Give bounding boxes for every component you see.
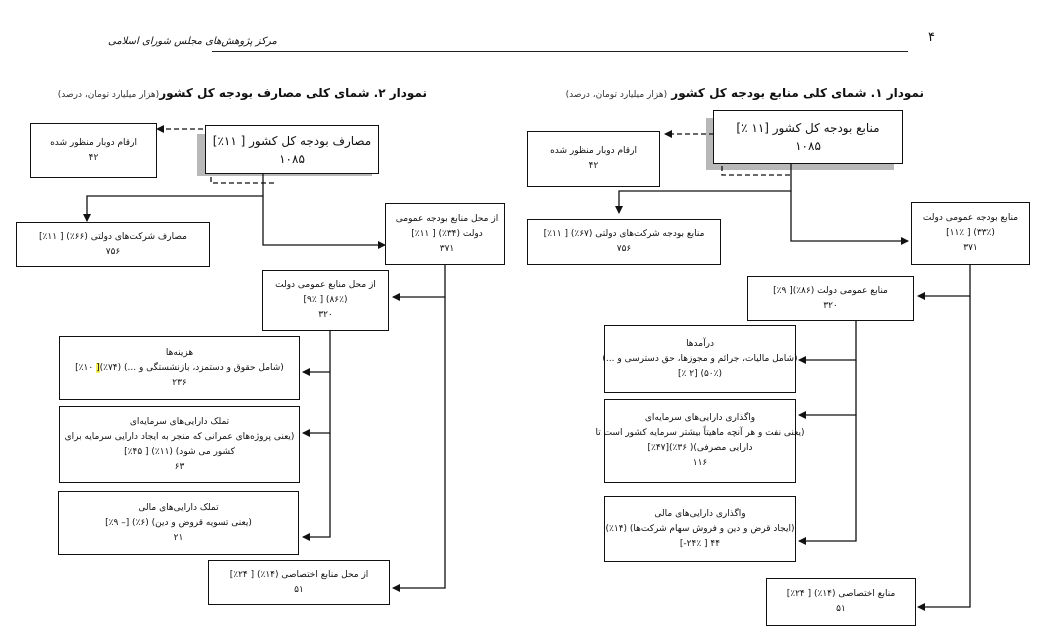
c1-double-counted-value: ۴۲	[588, 161, 599, 171]
c1-earmarked-value: ۵۱	[836, 604, 846, 614]
c1-soe-label: منابع بودجه شرکت‌های دولتی (۶۷٪) [ ۱۱٪]	[543, 229, 705, 239]
c1-public-value: ۳۲۰	[823, 300, 838, 311]
c1-public-box: منابع عمومی دولت (۸۶٪)[ ۹٪] ۳۲۰	[747, 276, 914, 321]
c2-arrow-earmarked	[392, 297, 446, 592]
c2-double-counted-label: ارقام دوبار منظور شده	[50, 137, 137, 148]
c2-arrow-general	[262, 196, 386, 249]
c2-capital-line1: تملک دارایی‌های سرمایه‌ای	[129, 416, 230, 427]
chart2-title-text: نمودار ۲. شمای کلی مصارف بودجه کل کشور	[159, 86, 427, 100]
c1-earmarked-box: منابع اختصاصی (۱۴٪) [ ۲۴٪] ۵۱	[766, 578, 916, 626]
c1-financial-line3: ۴۴ [ ۲۴٪-]	[679, 538, 721, 549]
header-rule	[212, 51, 908, 52]
c2-financial-box: تملک دارایی‌های مالی (یعنی تسویه قروض و …	[58, 491, 299, 555]
c1-capital-box: واگذاری دارایی‌های سرمایه‌ای (یعنی نفت و…	[595, 399, 805, 483]
c1-revenue-line3: (۵۰٪) [۲ ٪]	[678, 368, 722, 379]
c2-expenses-highlight: [	[96, 362, 100, 373]
c2-earmarked-label: از محل منابع اختصاصی (۱۴٪) [ ۲۴٪]	[229, 569, 369, 580]
c2-arrow-expenses	[302, 331, 331, 376]
c1-financial-line2: (ایجاد قرض و دین و فروش سهام شرکت‌ها) (۱…	[605, 523, 795, 534]
c2-arrow-public	[392, 265, 446, 301]
c2-general-box: از محل منابع بودجه عمومی دولت (۳۴٪) [ ۱۱…	[385, 203, 505, 265]
c1-revenue-line2: (شامل مالیات، جرائم و مجوزها، حق دسترسی …	[602, 353, 798, 364]
c2-soe-label: مصارف شرکت‌های دولتی (۶۶٪) [ ۱۱٪]	[39, 231, 187, 242]
c2-public-value: ۳۲۰	[318, 310, 333, 320]
c1-arrow-revenue	[798, 320, 857, 364]
c1-financial-box: واگذاری دارایی‌های مالی (ایجاد قرض و دین…	[604, 496, 796, 562]
chart1-title: نمودار ۱. شمای کلی منابع بودجه کل کشور (…	[566, 86, 924, 100]
c2-general-line2: دولت (۳۴٪) [ ۱۱٪]	[411, 228, 483, 239]
c2-arrow-capital	[302, 372, 331, 437]
c1-general-box: منابع بودجه عمومی دولت (۳۳٪) [ ۱۱٪] ۳۷۱	[911, 202, 1030, 265]
c2-capital-line2: (یعنی پروژه‌های عمرانی که منجر به ایجاد …	[64, 431, 295, 442]
c2-expenses-line1: هزینه‌ها	[165, 347, 194, 358]
c1-double-counted-box: ارقام دوبار منظور شده ۴۲	[527, 131, 660, 187]
c1-revenue-box: درآمدها (شامل مالیات، جرائم و مجوزها، حق…	[602, 325, 798, 393]
c1-capital-value: ۱۱۶	[692, 458, 708, 468]
chart2-title: نمودار ۲. شمای کلی مصارف بودجه کل کشور(ه…	[58, 86, 427, 100]
c2-financial-line1: تملک دارایی‌های مالی	[138, 502, 219, 513]
c2-expenses-line2a: (شامل حقوق و دستمزد، بازنشستگی و ...) (۷…	[99, 362, 284, 373]
c1-double-counted-label: ارقام دوبار منظور شده	[550, 146, 637, 156]
c2-public-box: از محل منابع عمومی دولت (۸۶٪) [ ۹٪] ۳۲۰	[262, 270, 389, 331]
c2-expenses-line2: (شامل حقوق و دستمزد، بازنشستگی و ...) (۷…	[75, 361, 284, 376]
c2-public-line1: از محل منابع عمومی دولت	[275, 280, 376, 290]
c1-arrow-earmarked	[917, 296, 971, 611]
c1-soe-value: ۷۵۶	[616, 244, 632, 254]
c1-earmarked-label: منابع اختصاصی (۱۴٪) [ ۲۴٪]	[786, 589, 896, 599]
c1-general-line2: (۳۳٪) [ ۱۱٪]	[946, 228, 995, 238]
c2-general-value: ۳۷۱	[439, 243, 455, 254]
c2-arrow-soe	[83, 174, 264, 222]
c2-general-line1: از محل منابع بودجه عمومی	[395, 213, 499, 224]
c2-double-counted-value: ۴۲	[88, 152, 99, 163]
c1-arrow-capital	[798, 360, 857, 419]
c1-root-label: منابع بودجه کل کشور [۱۱ ٪]	[736, 121, 880, 135]
c1-general-value: ۳۷۱	[963, 243, 978, 253]
c1-arrow-financial	[798, 415, 857, 545]
c2-financial-line2: (یعنی تسویه قروض و دین) (۶٪) [– ۹٪]	[105, 517, 252, 528]
c2-financial-value: ۲۱	[173, 532, 184, 543]
c1-public-label: منابع عمومی دولت (۸۶٪)[ ۹٪]	[773, 285, 888, 296]
c1-revenue-line1: درآمدها	[686, 338, 714, 349]
c2-capital-box: تملک دارایی‌های سرمایه‌ای (یعنی پروژه‌ها…	[59, 406, 300, 483]
c2-arrow-financial	[302, 433, 331, 541]
c1-general-line1: منابع بودجه عمومی دولت	[922, 213, 1019, 223]
c2-root-box: مصارف بودجه کل کشور [ ۱۱٪] ۱۰۸۵	[205, 125, 379, 174]
c2-public-line2: (۸۶٪) [ ۹٪]	[303, 295, 348, 305]
c1-capital-line3: دارایی مصرفی)( ۳۶٪)[۴۷٪]	[647, 443, 753, 453]
c1-arrow-general	[790, 191, 909, 245]
c2-root-label: مصارف بودجه کل کشور [ ۱۱٪]	[212, 133, 372, 148]
page-number: ۴	[928, 30, 935, 45]
c2-soe-box: مصارف شرکت‌های دولتی (۶۶٪) [ ۱۱٪] ۷۵۶	[16, 222, 210, 267]
c1-root-value: ۱۰۸۵	[795, 139, 821, 153]
c1-soe-box: منابع بودجه شرکت‌های دولتی (۶۷٪) [ ۱۱٪] …	[527, 219, 721, 265]
c1-capital-line2: (یعنی نفت و هر آنچه ماهیتاً بیشتر سرمایه…	[595, 428, 805, 438]
c2-soe-value: ۷۵۶	[105, 246, 121, 257]
c2-capital-value: ۶۳	[174, 461, 185, 472]
c2-expenses-value: ۲۳۶	[172, 377, 187, 388]
c2-double-counted-box: ارقام دوبار منظور شده ۴۲	[30, 123, 157, 178]
c2-root-value: ۱۰۸۵	[279, 151, 305, 166]
c2-expenses-line2c: ۱۰٪]	[75, 362, 97, 373]
c1-capital-line1: واگذاری دارایی‌های سرمایه‌ای	[644, 413, 756, 423]
c1-root-box: منابع بودجه کل کشور [۱۱ ٪] ۱۰۸۵	[713, 110, 903, 164]
chart1-title-text: نمودار ۱. شمای کلی منابع بودجه کل کشور	[671, 86, 924, 100]
c2-capital-line3: کشور می شود) (۱۱٪) [ ۴۵٪]	[124, 446, 235, 457]
c2-earmarked-value: ۵۱	[294, 584, 304, 595]
c1-financial-line1: واگذاری دارایی‌های مالی	[654, 508, 746, 519]
c2-earmarked-box: از محل منابع اختصاصی (۱۴٪) [ ۲۴٪] ۵۱	[208, 560, 390, 605]
c2-expenses-box: هزینه‌ها (شامل حقوق و دستمزد، بازنشستگی …	[59, 336, 300, 400]
chart2-unit: (هزار میلیارد تومان، درصد)	[57, 90, 160, 100]
chart1-unit: (هزار میلیارد تومان، درصد)	[565, 90, 668, 100]
publisher-logo: مرکز پژوهش‌های مجلس شورای اسلامی	[108, 36, 277, 47]
c1-arrow-public	[917, 265, 971, 300]
